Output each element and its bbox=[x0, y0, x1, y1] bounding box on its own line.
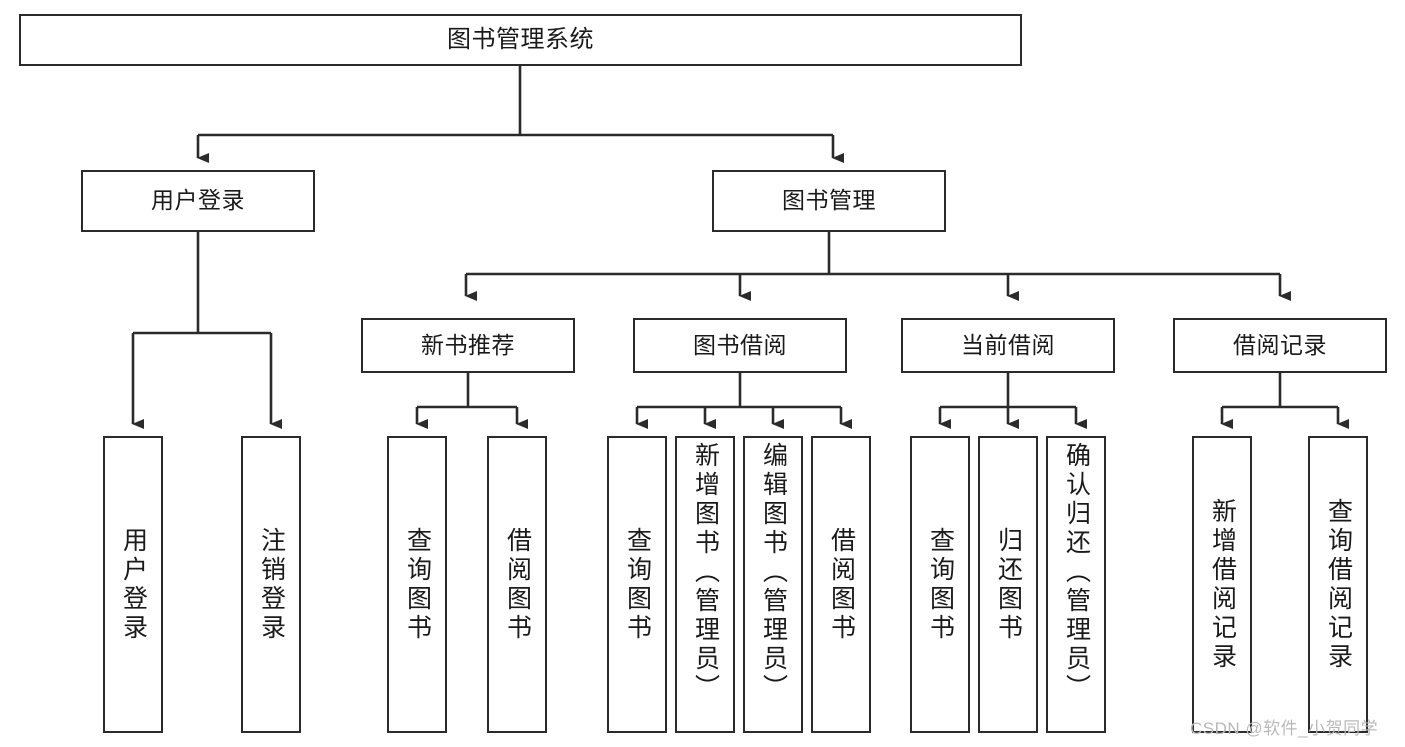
node-new-book-recommend[interactable]: 新书推荐 bbox=[361, 318, 575, 373]
node-label: 查询图书 bbox=[926, 526, 955, 643]
node-label: 查询图书 bbox=[403, 526, 432, 643]
node-current-borrow[interactable]: 当前借阅 bbox=[901, 318, 1115, 373]
node-label: 新书推荐 bbox=[421, 331, 515, 358]
node-label: 借阅记录 bbox=[1233, 331, 1327, 358]
node-borrow-record[interactable]: 借阅记录 bbox=[1173, 318, 1387, 373]
node-user-login[interactable]: 用户登录 bbox=[81, 170, 315, 232]
node-label: 当前借阅 bbox=[961, 331, 1055, 358]
node-label: 查询图书 bbox=[623, 526, 652, 643]
leaf-book-borrow-borrow-book[interactable]: 借阅图书 bbox=[811, 436, 871, 733]
node-label: 用户登录 bbox=[151, 187, 245, 214]
node-label: 新增图书（管理员） bbox=[691, 442, 720, 703]
leaf-user-login-logout[interactable]: 注销登录 bbox=[241, 436, 301, 733]
node-root-book-management-system[interactable]: 图书管理系统 bbox=[19, 14, 1022, 66]
node-book-borrow[interactable]: 图书借阅 bbox=[633, 318, 847, 373]
node-label: 注销登录 bbox=[257, 526, 286, 643]
node-label: 查询借阅记录 bbox=[1324, 497, 1353, 672]
leaf-current-borrow-return-book[interactable]: 归还图书 bbox=[978, 436, 1038, 733]
leaf-book-borrow-query-book[interactable]: 查询图书 bbox=[607, 436, 667, 733]
leaf-new-book-borrow-book[interactable]: 借阅图书 bbox=[487, 436, 547, 733]
leaf-current-borrow-confirm-return-admin[interactable]: 确认归还（管理员） bbox=[1046, 436, 1106, 733]
leaf-book-borrow-edit-book-admin[interactable]: 编辑图书（管理员） bbox=[743, 436, 803, 733]
leaf-new-book-query-book[interactable]: 查询图书 bbox=[387, 436, 447, 733]
leaf-book-borrow-add-book-admin[interactable]: 新增图书（管理员） bbox=[675, 436, 735, 733]
leaf-current-borrow-query-book[interactable]: 查询图书 bbox=[910, 436, 970, 733]
leaf-borrow-record-query-record[interactable]: 查询借阅记录 bbox=[1308, 436, 1368, 733]
node-label: 借阅图书 bbox=[827, 526, 856, 643]
node-label: 用户登录 bbox=[119, 526, 148, 643]
node-book-management[interactable]: 图书管理 bbox=[712, 170, 946, 232]
csdn-watermark: CSDN @软件_小贺同学 bbox=[1190, 719, 1379, 738]
node-label: 新增借阅记录 bbox=[1208, 497, 1237, 672]
node-label: 借阅图书 bbox=[503, 526, 532, 643]
node-label: 归还图书 bbox=[994, 526, 1023, 643]
leaf-user-login-login[interactable]: 用户登录 bbox=[103, 436, 163, 733]
node-label: 编辑图书（管理员） bbox=[759, 442, 788, 703]
node-label: 图书管理 bbox=[782, 187, 876, 214]
node-label: 确认归还（管理员） bbox=[1062, 442, 1091, 703]
leaf-borrow-record-add-record[interactable]: 新增借阅记录 bbox=[1192, 436, 1252, 733]
node-label: 图书借阅 bbox=[693, 331, 787, 358]
node-label: 图书管理系统 bbox=[447, 25, 594, 53]
